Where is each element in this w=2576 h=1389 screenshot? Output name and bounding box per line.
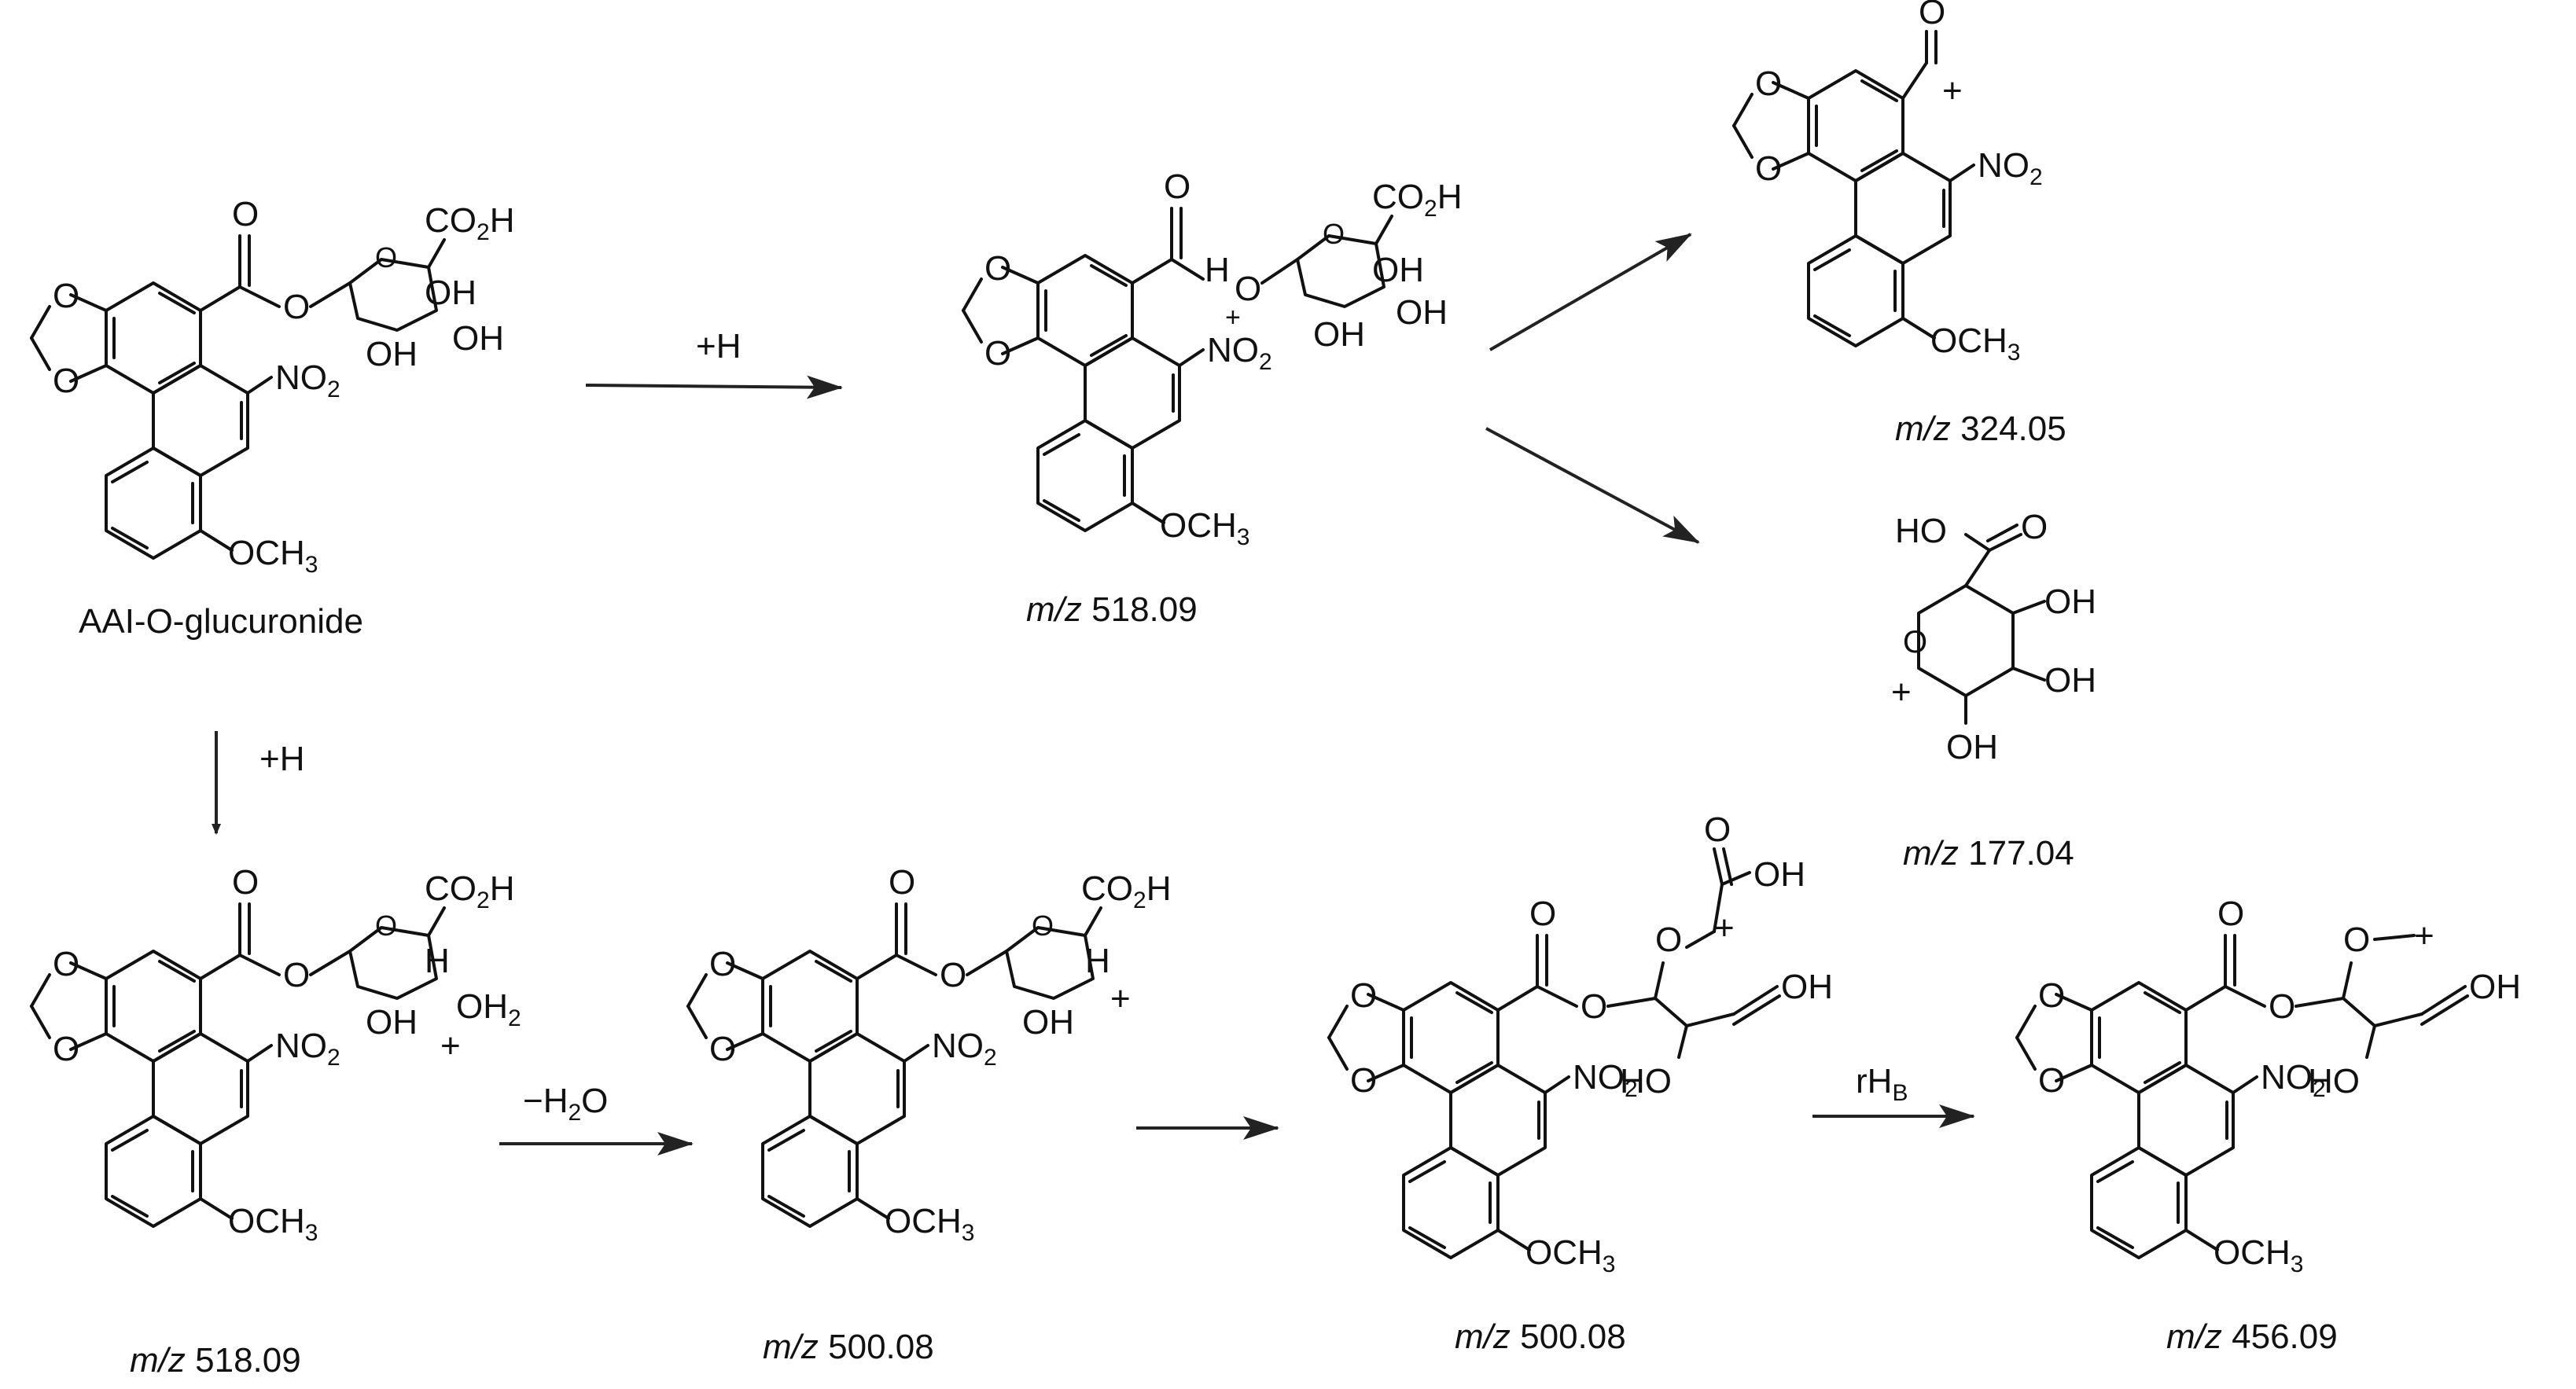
- svg-text:O: O: [1581, 987, 1607, 1026]
- arrow-step-2: [1489, 233, 1692, 351]
- svg-text:OH: OH: [2469, 968, 2521, 1006]
- caption-c8: m/z 456.09: [2166, 1317, 2338, 1356]
- svg-text:O: O: [232, 863, 259, 902]
- svg-text:H: H: [425, 942, 450, 980]
- svg-text:+: +: [440, 1027, 461, 1065]
- arrow-step-1: +H: [585, 327, 843, 399]
- svg-text:O: O: [283, 956, 310, 994]
- compound-mz-324: NO2 OCH3 O +: [1732, 0, 2043, 366]
- svg-text:O: O: [1655, 920, 1682, 959]
- caption-c3: m/z 324.05: [1895, 410, 2066, 448]
- svg-text:O: O: [283, 288, 310, 326]
- svg-text:NO2: NO2: [1207, 331, 1272, 375]
- arrow-step-3: [1485, 427, 1700, 544]
- caption-c6: m/z 500.08: [763, 1328, 934, 1366]
- svg-text:OCH3: OCH3: [2214, 1233, 2303, 1277]
- svg-text:+: +: [1891, 673, 1912, 711]
- svg-text:CO2H: CO2H: [1081, 869, 1171, 913]
- svg-text:O: O: [940, 956, 966, 994]
- svg-text:O: O: [1903, 625, 1927, 660]
- compound-mz-500-a: NO2 OCH3 O O O CO2H H + OH: [686, 863, 1171, 1246]
- caption-c7: m/z 500.08: [1455, 1317, 1626, 1356]
- svg-text:CO2H: CO2H: [425, 869, 514, 913]
- compound-mz-456: NO2 OCH3 O O O + OH HO: [2015, 895, 2521, 1277]
- svg-text:OCH3: OCH3: [885, 1202, 974, 1246]
- svg-text:O: O: [1529, 895, 1556, 933]
- svg-text:OH: OH: [1372, 251, 1424, 289]
- svg-text:O: O: [1323, 218, 1345, 250]
- svg-text:NO2: NO2: [275, 358, 340, 402]
- svg-text:O: O: [2217, 895, 2244, 933]
- svg-text:O: O: [375, 241, 397, 274]
- svg-text:OH: OH: [366, 335, 418, 373]
- svg-text:OH: OH: [452, 319, 504, 358]
- arrow-step-4: +H: [212, 731, 304, 835]
- svg-text:H: H: [1085, 942, 1110, 980]
- svg-text:OH: OH: [425, 274, 477, 312]
- svg-text:+: +: [1110, 979, 1131, 1018]
- svg-text:O: O: [232, 195, 259, 233]
- compound-mz-518-bottom: NO2 OCH3 O O O CO2H H OH2 + OH: [30, 863, 521, 1246]
- svg-text:OH: OH: [1781, 968, 1833, 1006]
- step-label-5: −H2O: [523, 1082, 608, 1126]
- step-label-1: +H: [696, 327, 741, 366]
- svg-text:O: O: [1032, 909, 1054, 942]
- svg-text:HO: HO: [1895, 512, 1947, 550]
- svg-text:+: +: [1225, 303, 1241, 333]
- svg-text:O: O: [1919, 0, 1945, 31]
- svg-text:OH: OH: [1022, 1003, 1074, 1042]
- svg-text:OH: OH: [1946, 728, 1998, 766]
- svg-text:OH: OH: [2044, 661, 2096, 700]
- caption-c2: m/z 518.09: [1026, 590, 1198, 629]
- svg-text:CO2H: CO2H: [1372, 178, 1462, 222]
- svg-text:O: O: [889, 863, 915, 902]
- svg-text:+: +: [1942, 72, 1963, 110]
- svg-text:OH: OH: [366, 1003, 418, 1042]
- svg-text:OH: OH: [1313, 315, 1365, 354]
- caption-c5: m/z 518.09: [130, 1341, 301, 1380]
- svg-text:OH: OH: [1396, 293, 1448, 332]
- svg-text:NO2: NO2: [1978, 146, 2043, 190]
- caption-c4: m/z 177.04: [1903, 834, 2074, 873]
- svg-text:O: O: [1164, 167, 1190, 206]
- svg-text:OCH3: OCH3: [1930, 322, 2020, 366]
- arrow-step-7: rHB: [1812, 1062, 1975, 1128]
- svg-text:NO2: NO2: [275, 1027, 340, 1071]
- svg-text:O: O: [375, 909, 397, 942]
- svg-text:OH2: OH2: [456, 987, 521, 1031]
- svg-text:O: O: [2021, 508, 2048, 546]
- svg-text:O: O: [2269, 987, 2295, 1026]
- arrow-step-5: −H2O: [499, 1082, 694, 1156]
- svg-text:OCH3: OCH3: [228, 534, 318, 578]
- compound-aai-o-glucuronide: NO2 OCH3 O O O CO2H OH OH OH: [30, 195, 514, 578]
- svg-text:OCH3: OCH3: [1525, 1233, 1615, 1277]
- compound-mz-518-top: NO2 OCH3 O H O + O CO2H OH OH OH: [962, 167, 1462, 550]
- svg-text:O: O: [1235, 270, 1261, 308]
- svg-text:HO: HO: [1620, 1062, 1672, 1101]
- svg-text:+: +: [2414, 917, 2434, 955]
- compound-mz-500-b: NO2 OCH3 O O O + O OH OH HO: [1327, 810, 1833, 1277]
- svg-text:O: O: [2343, 920, 2370, 959]
- svg-text:O: O: [1704, 810, 1731, 849]
- svg-text:OH: OH: [1754, 855, 1805, 894]
- step-label-7: rHB: [1856, 1062, 1908, 1106]
- svg-text:HO: HO: [2308, 1062, 2360, 1101]
- svg-text:NO2: NO2: [932, 1027, 997, 1071]
- svg-text:CO2H: CO2H: [425, 201, 514, 245]
- caption-c1: AAI-O-glucuronide: [79, 602, 363, 641]
- step-label-4: +H: [259, 740, 304, 778]
- svg-text:OH: OH: [2044, 582, 2096, 621]
- svg-text:H: H: [1205, 251, 1230, 289]
- svg-text:OCH3: OCH3: [228, 1202, 318, 1246]
- compound-mz-177: O O HO OH OH OH +: [1891, 508, 2096, 766]
- svg-text:OCH3: OCH3: [1160, 506, 1249, 550]
